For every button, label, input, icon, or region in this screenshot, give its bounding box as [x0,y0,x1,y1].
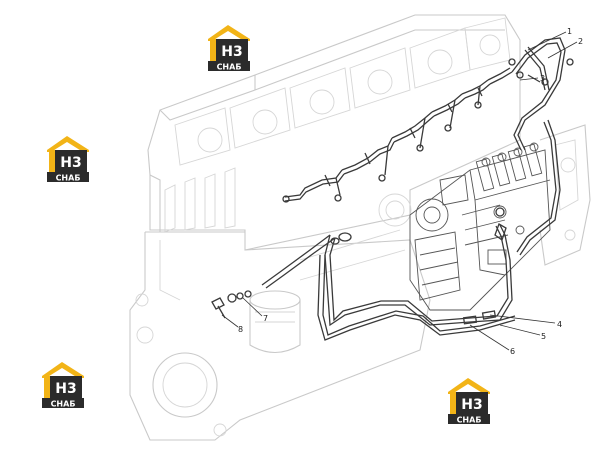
callout-4: 4 [557,320,562,329]
logo-word: СНАБ [51,400,76,409]
logo-letters: H3 [461,397,482,413]
callout-1: 1 [567,27,572,36]
injection-pump [409,142,551,311]
logo-roof-icon [448,378,490,394]
logo-roof-icon [47,136,89,152]
logo-word: СНАБ [217,63,242,72]
logo-roof-icon [42,362,84,378]
callout-8: 8 [238,325,243,334]
engine-block-outline [129,14,591,441]
callout-6: 6 [510,347,515,356]
injector-lines [282,67,513,203]
logo-roof-icon [208,25,250,41]
logo-letters: H3 [55,381,76,397]
callout-3: 3 [540,74,545,83]
logo-letters: H3 [221,44,242,60]
logo-word: СНАБ [457,416,482,425]
callout-5: 5 [541,332,546,341]
fuel-pipes [261,37,566,341]
logo-word: СНАБ [56,174,81,183]
callout-2: 2 [578,37,583,46]
logo-letters: H3 [60,155,81,171]
callout-7: 7 [263,314,268,323]
callouts: 1 2 3 4 5 6 7 8 [221,27,583,356]
